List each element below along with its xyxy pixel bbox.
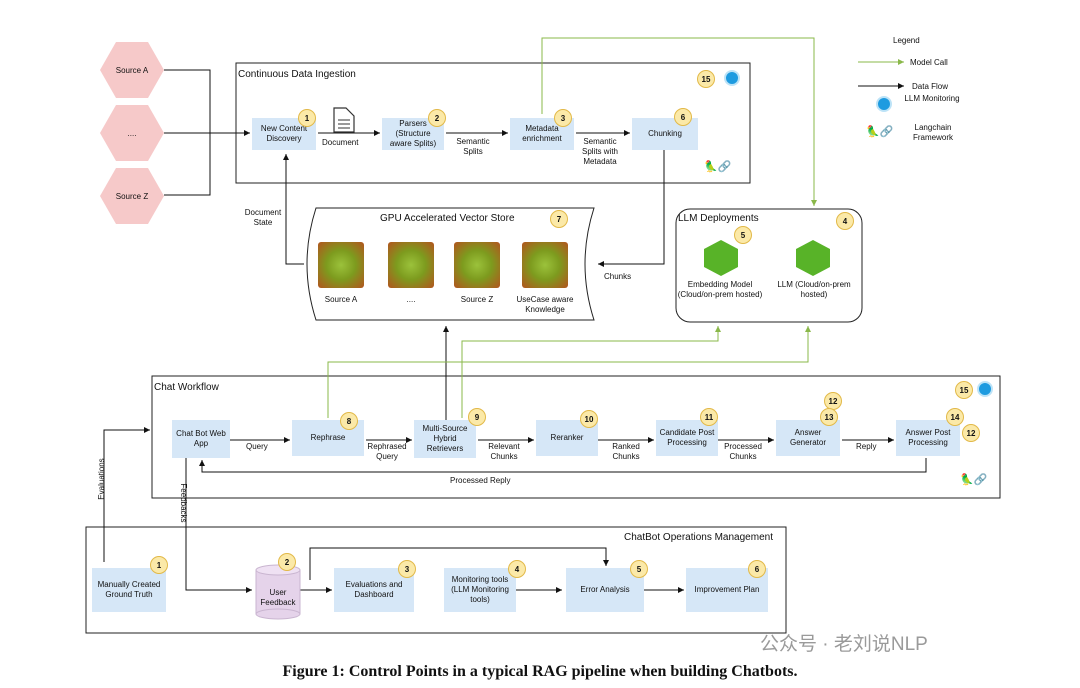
vector-ellipsis-icon [388,242,434,288]
badge-6-improvement: 6 [748,560,766,578]
badge-4-llm: 4 [836,212,854,230]
langchain-icon: 🦜🔗 [866,126,894,138]
badge-14-answer-post: 14 [946,408,964,426]
llm-deployments-title: LLM Deployments [678,213,759,224]
badge-4-monitoring: 4 [508,560,526,578]
vector-usecase-icon [522,242,568,288]
badge-3-metadata: 3 [554,109,572,127]
llm-monitoring-icon [876,96,892,112]
badge-7-vector-store: 7 [550,210,568,228]
vector-store-shape [306,207,595,321]
badge-10-reranker: 10 [580,410,598,428]
badge-1-discovery: 1 [298,109,316,127]
figure-caption: Figure 1: Control Points in a typical RA… [282,663,798,680]
feedbacks-label: Feedbacks [179,483,188,523]
llm-label: LLM (Cloud/on-prem hosted) [777,280,851,299]
chat-monitor-icon [977,381,993,397]
hybrid-retrievers-box: Multi-Source Hybrid Retrievers [414,420,476,458]
vector-store-title: GPU Accelerated Vector Store [380,213,515,224]
processed-reply-label: Processed Reply [450,476,511,485]
chunks-label: Chunks [604,272,632,281]
badge-5-error-analysis: 5 [630,560,648,578]
evaluations-label: Evaluations [97,458,106,500]
monitoring-tools-box: Monitoring tools (LLM Monitoring tools) [444,568,516,612]
badge-15-ingestion: 15 [697,70,715,88]
ingestion-title: Continuous Data Ingestion [238,69,356,80]
chat-workflow-title: Chat Workflow [154,382,219,393]
vector-source-z-label: Source Z [460,295,494,304]
badge-11-candidate: 11 [700,408,718,426]
vector-source-z-icon [454,242,500,288]
badge-2-parsers: 2 [428,109,446,127]
relevant-chunks-label: Relevant Chunks [488,442,520,461]
badge-8-rephrase: 8 [340,412,358,430]
badge-3-evaluations: 3 [398,560,416,578]
user-feedback-label: User Feedback [260,588,296,607]
legend-llm-monitoring: LLM Monitoring [904,94,960,103]
chat-panel [151,375,1001,499]
vector-source-a-label: Source A [324,295,358,304]
ingestion-panel [235,62,751,184]
answer-post-processing-box: Answer Post Processing [896,420,960,456]
badge-1-ground-truth: 1 [150,556,168,574]
llm-icon [796,240,830,276]
chat-langchain-icon: 🦜🔗 [960,474,988,486]
badge-13-answer-gen: 13 [820,408,838,426]
llm-panel [675,208,863,323]
candidate-post-processing-box: Candidate Post Processing [656,420,718,456]
legend-langchain: Langchain Framework [912,123,953,142]
vector-usecase-label: UseCase aware Knowledge [516,295,574,314]
embedding-model-icon [704,240,738,276]
ground-truth-box: Manually Created Ground Truth [92,568,166,612]
legend-data-flow: Data Flow [912,82,949,91]
embedding-model-label: Embedding Model (Cloud/on-prem hosted) [677,280,763,299]
query-label: Query [246,442,268,451]
semantic-splits-metadata-label: Semantic Splits with Metadata [581,137,618,166]
ops-title: ChatBot Operations Management [624,532,773,543]
badge-15-chat: 15 [955,381,973,399]
answer-generator-box: Answer Generator [776,420,840,456]
badge-9-retrievers: 9 [468,408,486,426]
badge-12-answer-post: 12 [962,424,980,442]
badge-6-chunking: 6 [674,108,692,126]
watermark: 公众号 · 老刘说NLP [760,634,928,655]
reply-label: Reply [856,442,877,451]
vector-source-a-icon [318,242,364,288]
ranked-chunks-label: Ranked Chunks [612,442,640,461]
rephrased-query-label: Rephrased Query [367,442,407,461]
vector-ellipsis-label: .... [406,295,416,304]
processed-chunks-label: Processed Chunks [724,442,762,461]
ingestion-langchain-icon: 🦜🔗 [704,161,732,173]
ingestion-monitor-icon [724,70,740,86]
error-analysis-box: Error Analysis [566,568,644,612]
ops-panel [85,526,787,634]
semantic-splits-label: Semantic Splits [456,137,490,156]
document-state-label: Document State [244,208,282,227]
document-label: Document [322,138,359,147]
legend-title: Legend [893,36,920,45]
chatbot-webapp-box: Chat Bot Web App [172,420,230,458]
improvement-plan-box: Improvement Plan [686,568,768,612]
badge-2-user-feedback: 2 [278,553,296,571]
badge-5-embedding: 5 [734,226,752,244]
legend-model-call: Model Call [910,58,948,67]
